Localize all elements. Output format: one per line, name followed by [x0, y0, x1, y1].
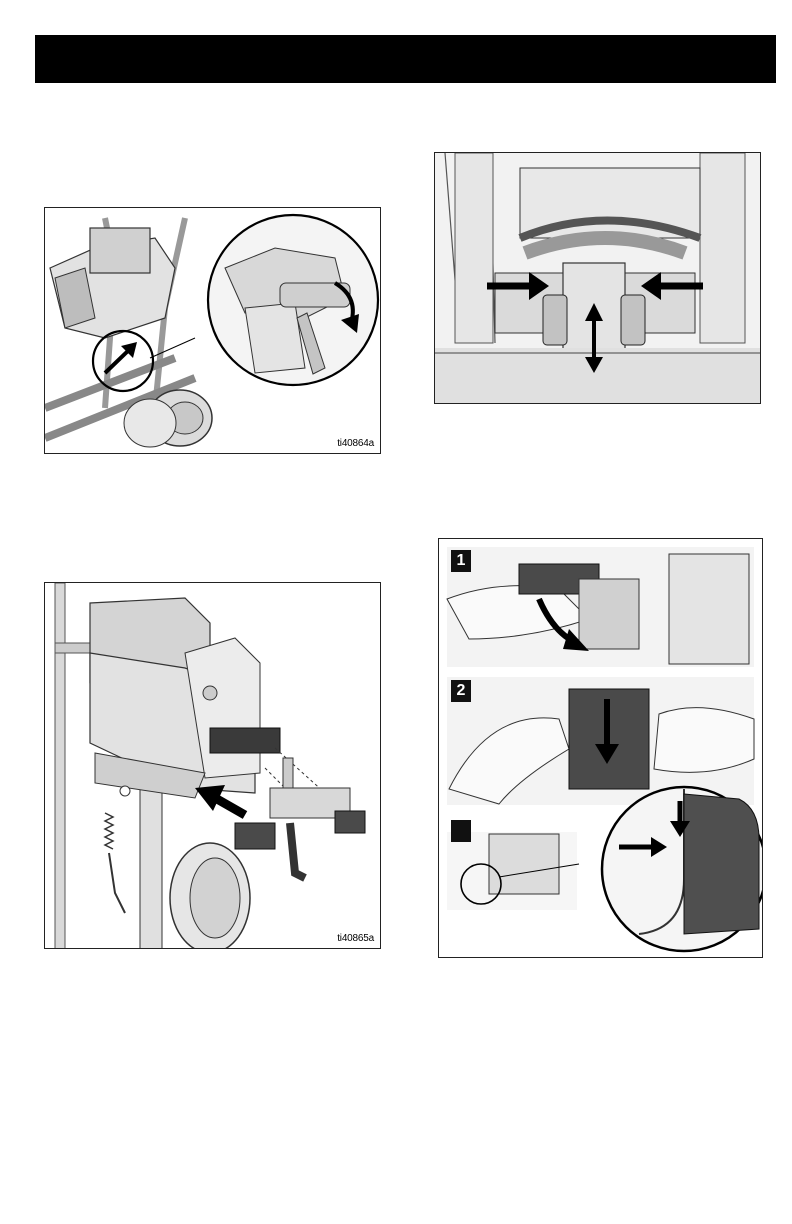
sprayer-illustration-1 [45, 208, 381, 454]
figure-pump-clip-squeeze [434, 152, 761, 404]
figure-label: ti40865a [337, 933, 374, 944]
clip-steps-illustration [439, 539, 763, 958]
sprayer-illustration-2 [45, 583, 381, 949]
step-badge-2: 2 [451, 680, 471, 702]
figure-label: ti40864a [337, 438, 374, 449]
figure-sprayer-outlet-rotate: ti40864a [44, 207, 381, 454]
pump-illustration [435, 153, 761, 404]
figure-clip-steps: 1 2 [438, 538, 763, 958]
figure-install-outlet: ti40865a [44, 582, 381, 949]
header-bar [35, 35, 776, 83]
step-badge-1: 1 [451, 550, 471, 572]
step-badge-3 [451, 820, 471, 842]
